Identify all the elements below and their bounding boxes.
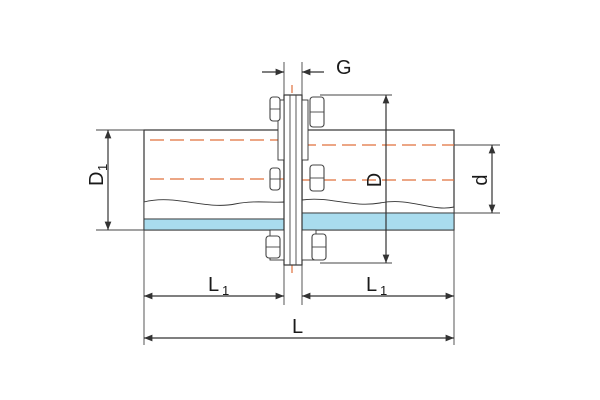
label-D1: D 1 [86, 164, 110, 186]
left-bore-wave [143, 199, 285, 220]
right-bore-fill [301, 212, 455, 231]
right-hub [301, 129, 455, 231]
dimension-lines [104, 68, 496, 342]
right-bore-wave [301, 198, 455, 214]
left-hub [143, 129, 285, 231]
svg-text:1: 1 [95, 164, 110, 171]
bolt-mid-left [269, 167, 281, 191]
label-D: D [364, 173, 386, 187]
bolt-top-right [309, 96, 325, 128]
svg-text:D: D [86, 172, 108, 186]
bolt-top-left [269, 96, 281, 122]
bolt-mid-right [309, 164, 325, 192]
bolt-bottom-left [265, 235, 281, 259]
label-L: L [292, 316, 303, 338]
svg-text:L: L [208, 274, 219, 296]
label-L1-left: L 1 [208, 274, 229, 298]
bolt-bottom-right [311, 233, 327, 261]
svg-text:1: 1 [380, 283, 387, 298]
label-G: G [336, 57, 352, 79]
svg-text:L: L [366, 274, 377, 296]
left-bore-stripe [143, 218, 285, 231]
svg-text:1: 1 [222, 283, 229, 298]
label-L1-right: L 1 [366, 274, 387, 298]
label-d: d [470, 174, 492, 185]
